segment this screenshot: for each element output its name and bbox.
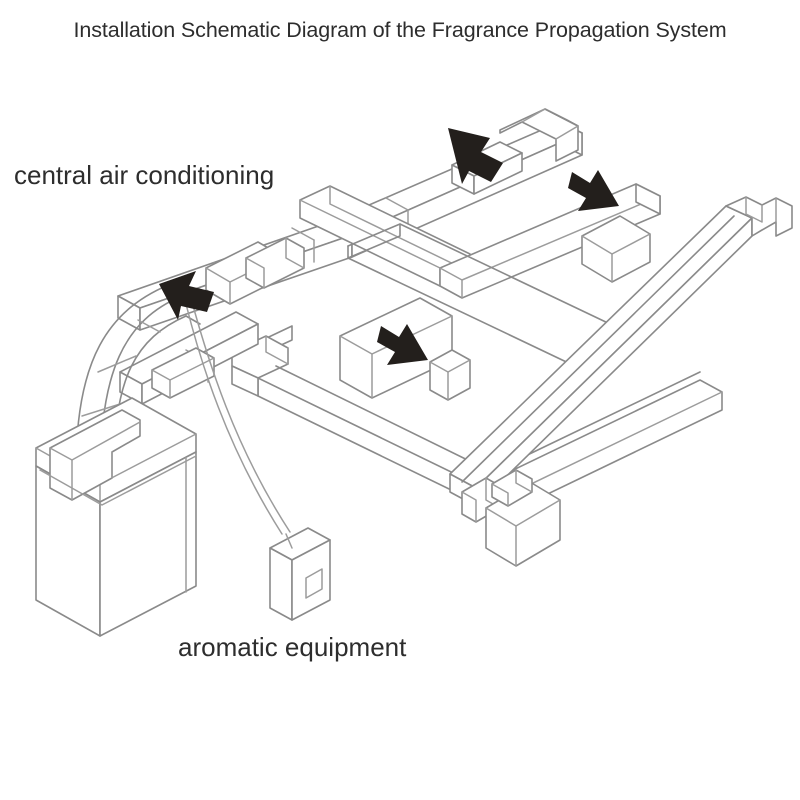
airflow-arrow-top <box>448 128 503 184</box>
airflow-arrow-center <box>377 324 428 365</box>
right-branch-duct <box>449 196 793 507</box>
lower-branch-duct <box>119 311 259 405</box>
airflow-arrow-right <box>568 170 619 211</box>
airflow-arrow-left <box>159 271 214 320</box>
aromatic-equipment-unit <box>269 527 331 621</box>
diffuser-outlet-2 <box>581 215 651 283</box>
top-crop-strip <box>0 0 800 12</box>
label-aromatic-equipment: aromatic equipment <box>178 632 407 662</box>
diffuser-outlet-1 <box>205 237 305 305</box>
air-handling-unit <box>35 397 197 637</box>
diffuser-outlet-4 <box>461 469 561 567</box>
label-central-air-conditioning: central air conditioning <box>14 160 275 190</box>
duct-ring-loop <box>231 183 723 517</box>
page-title: Installation Schematic Diagram of the Fr… <box>73 18 727 42</box>
